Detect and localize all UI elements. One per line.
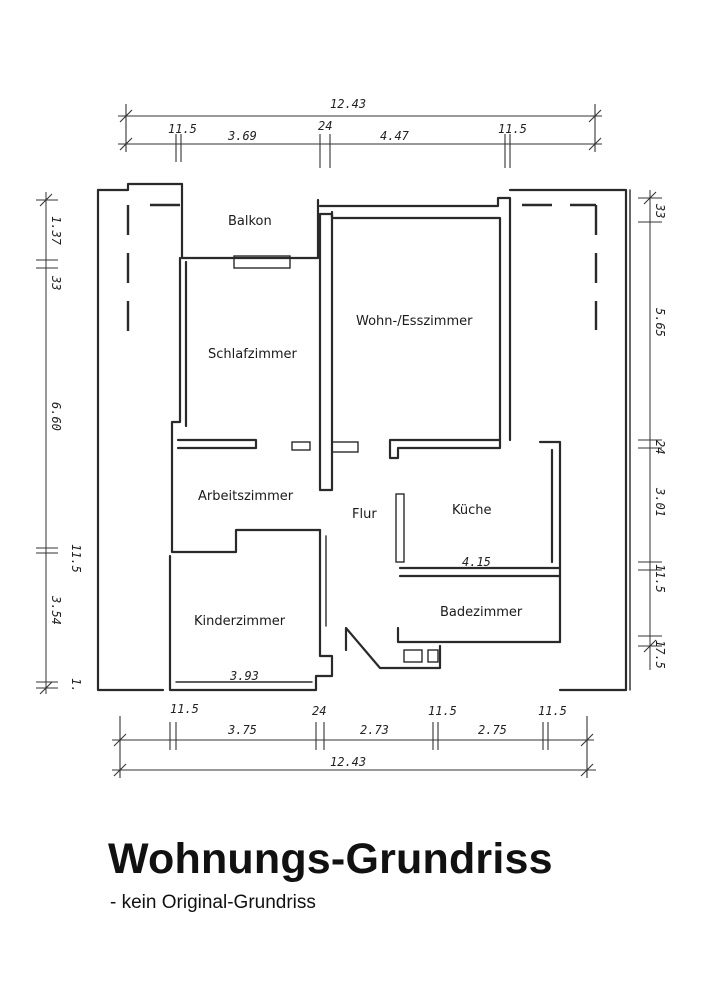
- building-outline: [96, 182, 631, 692]
- room-label-schlaf: Schlafzimmer: [208, 347, 298, 362]
- room-label-flur: Flur: [352, 507, 377, 522]
- dim-top-seg1: 3.69: [227, 129, 257, 143]
- dim-right-wall2: 24: [653, 440, 667, 454]
- dim-inner-kueche: 4.15: [462, 555, 491, 569]
- dim-left-seg1: 1.37: [49, 216, 63, 246]
- page-title: Wohnungs-Grundriss: [108, 835, 553, 883]
- dim-right-seg1: 5.65: [653, 308, 667, 337]
- bottom-dimension-chain: 11.5 3.75 24 2.73 11.5 2.75 11.5 12.43: [112, 702, 596, 778]
- dim-bottom-seg2: 2.73: [360, 723, 389, 737]
- dim-bottom-total: 12.43: [330, 755, 366, 769]
- room-label-bad: Badezimmer: [440, 605, 523, 620]
- dim-bottom-wall-2: 11.5: [428, 704, 457, 718]
- dim-top-seg2: 4.47: [380, 129, 410, 143]
- dim-right-wall3: 11.5: [653, 564, 667, 593]
- dim-top-wall-left: 11.5: [168, 122, 197, 136]
- room-labels: Balkon Wohn-/Esszimmer Schlafzimmer Arbe…: [194, 214, 523, 629]
- dim-top-wall-mid: 24: [318, 119, 332, 133]
- top-dimension-chain: 12.43 11.5 3.69 24 4.47 11.5: [118, 97, 602, 168]
- dim-right-seg2: 3.01: [653, 487, 667, 517]
- dim-left-seg2: 6.60: [49, 402, 63, 431]
- room-label-wohn: Wohn-/Esszimmer: [356, 314, 473, 329]
- dim-bottom-seg3: 2.75: [478, 723, 507, 737]
- dim-inner-kinder: 3.93: [229, 669, 259, 683]
- dim-right-wall4: 17.5: [653, 640, 667, 669]
- right-dimension-chain: 33 5.65 24 3.01 11.5 17.5: [638, 190, 667, 670]
- dim-top-wall-right: 11.5: [498, 122, 527, 136]
- dim-bottom-wall-mid: 24: [312, 704, 326, 718]
- dim-bottom-seg1: 3.75: [227, 723, 257, 737]
- dim-left-seg3: 3.54: [49, 595, 63, 625]
- dim-bottom-wall-left: 11.5: [170, 702, 199, 716]
- room-label-arbeit: Arbeitszimmer: [198, 489, 294, 504]
- dim-right-wall1: 33: [653, 203, 667, 218]
- room-label-kueche: Küche: [452, 503, 492, 518]
- page-subtitle: - kein Original-Grundriss: [110, 892, 316, 913]
- left-dimension-chain: 1.37 33 6.60 11.5 3.54 1.: [36, 192, 83, 695]
- dim-left-wall2: 11.5: [69, 544, 83, 573]
- dim-top-total: 12.43: [330, 97, 366, 111]
- dim-left-wall1: 33: [49, 275, 63, 290]
- floor-plan: 12.43 11.5 3.69 24 4.47 11.5 11.5: [36, 97, 667, 778]
- dim-bottom-wall-3: 11.5: [538, 704, 567, 718]
- interior-walls: [168, 182, 562, 692]
- room-label-kinder: Kinderzimmer: [194, 614, 286, 629]
- room-label-balkon: Balkon: [228, 214, 272, 229]
- dim-left-end: 1.: [69, 678, 83, 692]
